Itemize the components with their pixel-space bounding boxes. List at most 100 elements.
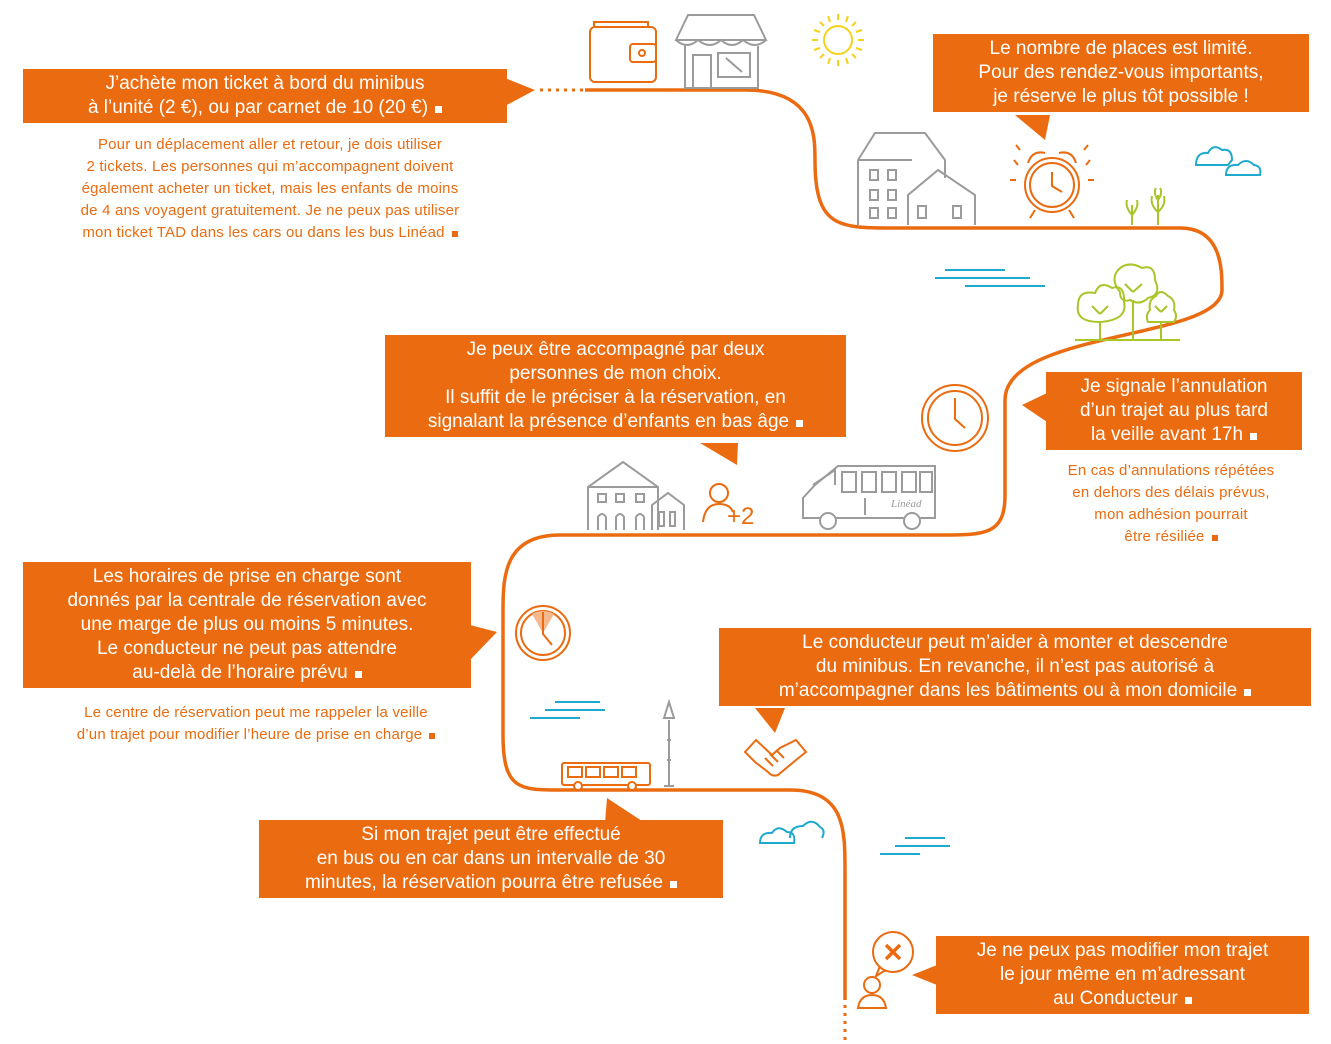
companions-bubble-line: Il suffit de le préciser à la réservatio… — [445, 387, 786, 408]
companions-bubble-line-text: signalant la présence d’enfants en bas â… — [427, 411, 790, 432]
ticket-bubble-line: à l’unité (2 €), ou par carnet de 10 (20… — [31, 96, 499, 120]
person-icon — [856, 976, 888, 1009]
schedule-bubble-line: Les horaires de prise en charge sont — [92, 566, 402, 587]
cancel-note-line: être résiliée — [1026, 526, 1316, 548]
wind-lines-3 — [880, 837, 950, 855]
shop-icon — [674, 14, 768, 89]
companions-bubble-pointer — [700, 443, 738, 465]
end-mark — [1244, 689, 1252, 696]
ticket-note-line: également acheter un ticket, mais les en… — [81, 180, 459, 197]
refusal-bubble: Si mon trajet peut être effectué en bus … — [259, 820, 723, 898]
schedule-bubble-line: donnés par la centrale de réservation av… — [67, 590, 427, 611]
schedule-note: Le centre de réservation peut me rappele… — [14, 702, 498, 746]
ticket-note-line: 2 tickets. Les personnes qui m’accompagn… — [86, 158, 454, 175]
cancel-note-line-text: être résiliée — [1124, 528, 1205, 545]
refusal-bubble-line: Si mon trajet peut être effectué — [361, 824, 621, 845]
wind-lines-1 — [935, 269, 1045, 287]
street-lamp-icon — [662, 698, 676, 787]
sun-icon — [812, 14, 864, 66]
ticket-note-line-text: mon ticket TAD dans les cars ou dans les… — [82, 224, 445, 241]
ticket-bubble: J’achète mon ticket à bord du minibus à … — [23, 69, 507, 123]
schedule-bubble: Les horaires de prise en charge sont don… — [23, 562, 471, 688]
places-bubble-line: je réserve le plus tôt possible ! — [993, 86, 1249, 107]
nochange-bubble: Je ne peux pas modifier mon trajet le jo… — [936, 936, 1309, 1014]
wind-lines-2 — [530, 701, 605, 719]
companions-bubble-line: signalant la présence d’enfants en bas â… — [393, 410, 838, 434]
companions-bubble: Je peux être accompagné par deux personn… — [385, 335, 846, 437]
driver-bubble-line: m’accompagner dans les bâtiments ou à mo… — [727, 679, 1303, 703]
cancel-speech-icon — [872, 931, 914, 979]
village-houses-icon — [587, 460, 685, 530]
cancel-bubble: Je signale l’annulation d’un trajet au p… — [1046, 372, 1302, 450]
cancel-note-line: En cas d’annulations répétées — [1067, 462, 1275, 479]
handshake-icon — [743, 738, 808, 777]
end-mark — [354, 671, 362, 678]
end-mark — [429, 733, 436, 739]
schedule-bubble-line-text: au-delà de l’horaire prévu — [132, 662, 348, 683]
timer-clock-icon — [515, 605, 571, 661]
ticket-note-line: de 4 ans voyagent gratuitement. Je ne pe… — [80, 202, 460, 219]
plants-icon — [1125, 187, 1166, 225]
minibus-brand-text: Linéad — [890, 498, 922, 510]
cancel-bubble-line: Je signale l’annulation — [1080, 376, 1268, 397]
refusal-bubble-pointer — [605, 798, 645, 823]
end-mark — [1250, 433, 1258, 440]
cancel-bubble-pointer — [1022, 393, 1047, 422]
end-mark — [1211, 535, 1218, 541]
ticket-note-line: Pour un déplacement aller et retour, je … — [97, 136, 443, 153]
places-bubble-pointer — [1015, 115, 1050, 140]
nochange-bubble-line: Je ne peux pas modifier mon trajet — [976, 940, 1269, 961]
wallet-icon — [589, 21, 657, 83]
nochange-bubble-line-text: au Conducteur — [1053, 988, 1178, 1009]
places-bubble-line: Le nombre de places est limité. — [989, 38, 1253, 59]
cancel-bubble-line: la veille avant 17h — [1054, 423, 1294, 447]
end-mark — [451, 231, 458, 237]
person-plus-two-icon — [702, 483, 734, 523]
driver-bubble-pointer — [755, 708, 785, 733]
wall-clock-icon — [921, 384, 989, 452]
places-bubble-line: Pour des rendez-vous importants, — [978, 62, 1264, 83]
nochange-bubble-line: le jour même en m’adressant — [1000, 964, 1245, 985]
bus-icon — [561, 762, 651, 791]
ticket-note-line: mon ticket TAD dans les cars ou dans les… — [20, 222, 520, 244]
ticket-note: Pour un déplacement aller et retour, je … — [20, 134, 520, 244]
refusal-bubble-line-text: minutes, la réservation pourra être refu… — [304, 872, 663, 893]
nochange-bubble-line: au Conducteur — [944, 987, 1301, 1011]
cancel-bubble-line: d’un trajet au plus tard — [1079, 400, 1268, 421]
alarm-clock-icon — [1010, 144, 1094, 219]
schedule-note-line: Le centre de réservation peut me rappele… — [84, 704, 428, 721]
nochange-bubble-pointer — [912, 965, 937, 985]
driver-bubble-line-text: m’accompagner dans les bâtiments ou à mo… — [778, 680, 1238, 701]
end-mark — [670, 881, 677, 888]
companions-bubble-line: personnes de mon choix. — [509, 363, 722, 384]
schedule-note-line-text: d’un trajet pour modifier l’heure de pri… — [76, 726, 423, 743]
cloud-icon-top — [1194, 146, 1262, 176]
driver-bubble-line: Le conducteur peut m’aider à monter et d… — [802, 632, 1228, 653]
cancel-note-line: mon adhésion pourrait — [1094, 506, 1248, 523]
schedule-bubble-line: une marge de plus ou moins 5 minutes. — [80, 614, 414, 635]
places-bubble: Le nombre de places est limité. Pour des… — [933, 34, 1309, 112]
minibus-icon — [802, 465, 936, 530]
refusal-bubble-line: en bus ou en car dans un intervalle de 3… — [316, 848, 666, 869]
end-mark — [435, 106, 443, 113]
plus-two-label: +2 — [727, 503, 754, 530]
trees-icon — [1075, 263, 1180, 341]
cancel-bubble-line-text: la veille avant 17h — [1090, 424, 1244, 445]
cancel-note: En cas d’annulations répétées en dehors … — [1026, 460, 1316, 548]
end-mark — [1184, 997, 1192, 1004]
ticket-bubble-pointer — [505, 78, 535, 106]
refusal-bubble-line: minutes, la réservation pourra être refu… — [267, 871, 715, 895]
companions-bubble-line: Je peux être accompagné par deux — [466, 339, 765, 360]
cancel-note-line: en dehors des délais prévus, — [1072, 484, 1270, 501]
cloud-icon-bottom — [758, 820, 825, 844]
driver-bubble: Le conducteur peut m’aider à monter et d… — [719, 628, 1311, 706]
schedule-bubble-line: Le conducteur ne peut pas attendre — [96, 638, 397, 659]
schedule-bubble-line: au-delà de l’horaire prévu — [31, 661, 463, 685]
houses-icon — [857, 132, 976, 225]
driver-bubble-line: du minibus. En revanche, il n’est pas au… — [815, 656, 1215, 677]
journey-road — [501, 88, 1224, 1000]
ticket-bubble-line-text: à l’unité (2 €), ou par carnet de 10 (20… — [87, 97, 429, 118]
schedule-bubble-pointer — [470, 625, 497, 660]
schedule-note-line: d’un trajet pour modifier l’heure de pri… — [14, 724, 498, 746]
